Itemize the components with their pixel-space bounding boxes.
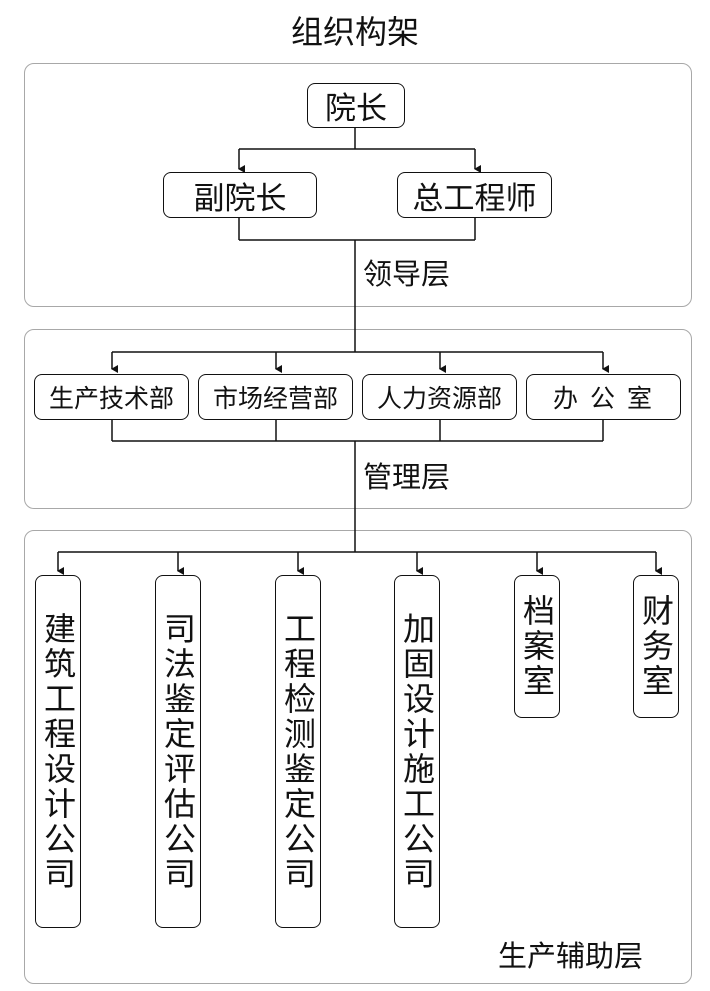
node-unit-judicial-appraisal: 司法鉴定评估公司 bbox=[155, 575, 201, 928]
node-president: 院长 bbox=[307, 83, 405, 128]
node-unit-finance: 财务室 bbox=[633, 575, 679, 718]
node-unit-reinforcement-design: 加固设计施工公司 bbox=[394, 575, 440, 928]
node-dept-office: 办 公 室 bbox=[526, 374, 681, 420]
node-dept-production-technology: 生产技术部 bbox=[34, 374, 189, 420]
production-layer-panel bbox=[24, 530, 692, 984]
node-chief-engineer: 总工程师 bbox=[397, 172, 552, 218]
node-vice-president: 副院长 bbox=[163, 172, 317, 218]
node-unit-engineering-inspection: 工程检测鉴定公司 bbox=[275, 575, 321, 928]
node-dept-marketing: 市场经营部 bbox=[198, 374, 353, 420]
management-layer-label: 管理层 bbox=[361, 459, 453, 495]
production-layer-label: 生产辅助层 bbox=[496, 938, 646, 974]
node-unit-architectural-design: 建筑工程设计公司 bbox=[35, 575, 81, 928]
node-dept-human-resources: 人力资源部 bbox=[362, 374, 517, 420]
leadership-layer-panel bbox=[24, 63, 692, 307]
chart-title: 组织构架 bbox=[290, 13, 419, 51]
node-unit-archives: 档案室 bbox=[514, 575, 560, 718]
management-layer-panel bbox=[24, 329, 692, 509]
leadership-layer-label: 领导层 bbox=[361, 256, 453, 292]
